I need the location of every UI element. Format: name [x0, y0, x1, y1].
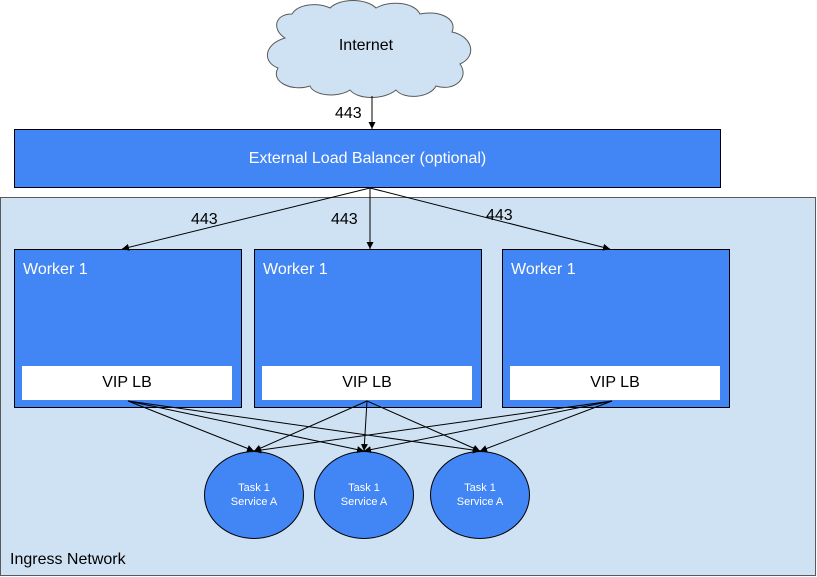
- arrow-vip-to-task: [127, 400, 365, 453]
- external-load-balancer: External Load Balancer (optional): [14, 129, 721, 188]
- arrow-vip-to-task: [253, 400, 368, 452]
- task-name: Task 1: [238, 482, 270, 494]
- task-name: Task 1: [464, 482, 496, 494]
- port-label-worker-2: 443: [331, 211, 358, 228]
- arrow-vip-to-task: [127, 400, 481, 454]
- arrow-lb-to-worker: [121, 187, 371, 251]
- task-node: Task 1 Service A: [204, 451, 304, 539]
- internet-label: Internet: [338, 37, 394, 54]
- task-service: Service A: [456, 496, 504, 508]
- task-node: Task 1 Service A: [430, 451, 530, 539]
- vip-lb-label: VIP LB: [102, 374, 152, 391]
- vip-lb: VIP LB: [510, 366, 720, 400]
- internet-cloud: [267, 0, 472, 98]
- worker-node: Worker 1 VIP LB: [502, 249, 730, 408]
- worker-title: Worker 1: [511, 261, 576, 278]
- arrow-vip-to-task: [479, 400, 613, 452]
- vip-lb: VIP LB: [22, 366, 232, 400]
- task-service: Service A: [340, 496, 388, 508]
- port-label-worker-3: 443: [486, 207, 513, 224]
- worker-title: Worker 1: [23, 261, 88, 278]
- worker-node: Worker 1 VIP LB: [254, 249, 482, 408]
- task-name: Task 1: [348, 482, 380, 494]
- arrow-vip-to-task: [360, 400, 368, 452]
- task-service: Service A: [230, 496, 278, 508]
- arrow-lb-to-worker: [369, 187, 611, 251]
- vip-lb-label: VIP LB: [342, 374, 392, 391]
- vip-lb-label: VIP LB: [590, 374, 640, 391]
- ingress-network-label: Ingress Network: [10, 551, 126, 568]
- vip-lb: VIP LB: [262, 366, 472, 400]
- worker-node: Worker 1 VIP LB: [14, 249, 242, 408]
- task-node: Task 1 Service A: [314, 451, 414, 539]
- port-label-worker-1: 443: [191, 211, 218, 228]
- worker-title: Worker 1: [263, 261, 328, 278]
- arrow-vip-to-task: [363, 400, 613, 454]
- port-label-internet: 443: [335, 105, 362, 122]
- cloud-shape: [267, 0, 472, 98]
- arrow-vip-to-task: [366, 400, 481, 452]
- arrow-vip-to-task: [253, 400, 613, 454]
- arrow-vip-to-task: [127, 400, 255, 452]
- external-load-balancer-label: External Load Balancer (optional): [248, 149, 487, 167]
